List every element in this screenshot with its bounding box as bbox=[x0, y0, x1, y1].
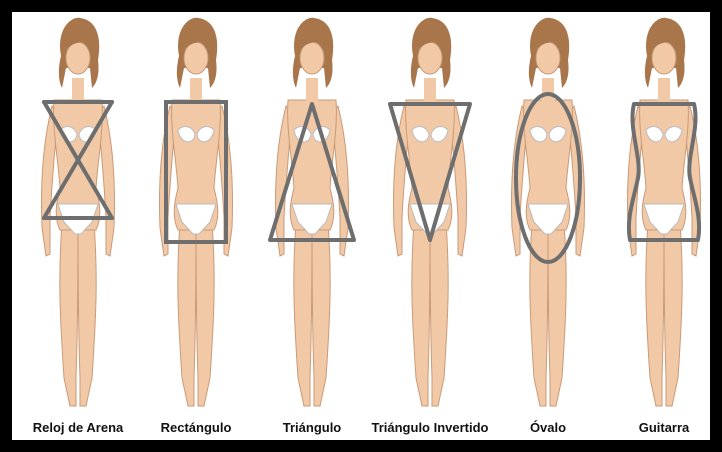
figure-inverted-triangle bbox=[390, 18, 470, 406]
figure-triangle bbox=[270, 18, 354, 406]
figures-svg bbox=[12, 12, 710, 412]
label-triangle: Triángulo bbox=[283, 420, 342, 435]
figure-hourglass bbox=[41, 18, 114, 406]
figure-guitar bbox=[627, 18, 700, 406]
label-inverted-triangle: Triángulo Invertido bbox=[371, 420, 488, 435]
label-guitar: Guitarra bbox=[639, 420, 690, 435]
figure-rectangle bbox=[159, 18, 232, 406]
body-shapes-figure: Reloj de Arena Rectángulo Triángulo Triá… bbox=[12, 12, 710, 440]
label-oval: Óvalo bbox=[530, 420, 566, 435]
figure-oval bbox=[511, 18, 584, 406]
label-rectangle: Rectángulo bbox=[161, 420, 232, 435]
label-hourglass: Reloj de Arena bbox=[33, 420, 124, 435]
